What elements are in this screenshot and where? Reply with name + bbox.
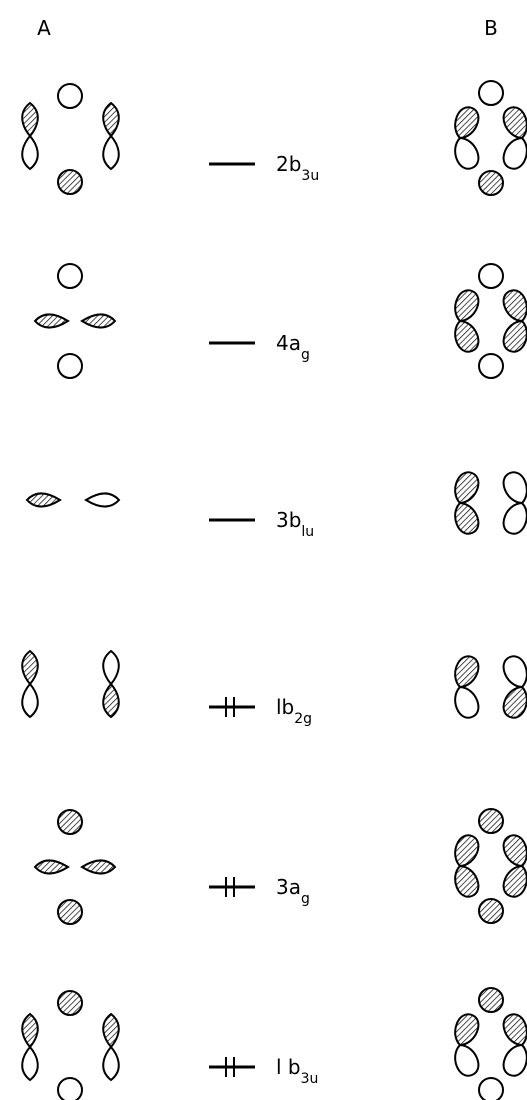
electron-pair-marks [225,877,235,897]
orbital-b-1b3u [454,987,527,1100]
orbital-column-b [454,80,527,1100]
level-label: 3ag [276,875,310,907]
level-label: lb2g [276,695,312,727]
level-label: 2b3u [276,152,319,184]
level-label: l b3u [276,1055,318,1087]
column-a-header: A [37,16,51,40]
energy-level: lb2g [209,695,312,727]
energy-level: 2b3u [209,152,319,184]
orbital-a-1b3u [21,990,120,1100]
level-label: 3blu [276,508,314,540]
orbital-b-3b1u [454,471,527,535]
orbital-a-3b1u [25,492,121,508]
column-b-header: B [484,16,498,40]
orbital-b-4ag [454,263,527,379]
orbital-b-1b2g [454,655,527,719]
orbital-a-2b3u [21,83,120,195]
orbital-b-3ag [454,808,527,924]
orbital-column-a [21,83,121,1100]
energy-level: l b3u [209,1055,318,1087]
electron-pair-marks [225,697,235,717]
energy-level: 4ag [209,331,310,363]
orbital-b-2b3u [454,80,527,196]
orbital-a-4ag [33,263,117,379]
energy-level: 3blu [209,508,314,540]
orbital-a-1b2g [21,649,120,719]
level-label: 4ag [276,331,310,363]
orbital-a-3ag [33,809,117,925]
electron-pair-marks [225,1057,235,1077]
energy-levels: 2b3u 4ag 3blu lb2g 3ag l b3u [209,152,319,1087]
energy-level: 3ag [209,875,310,907]
